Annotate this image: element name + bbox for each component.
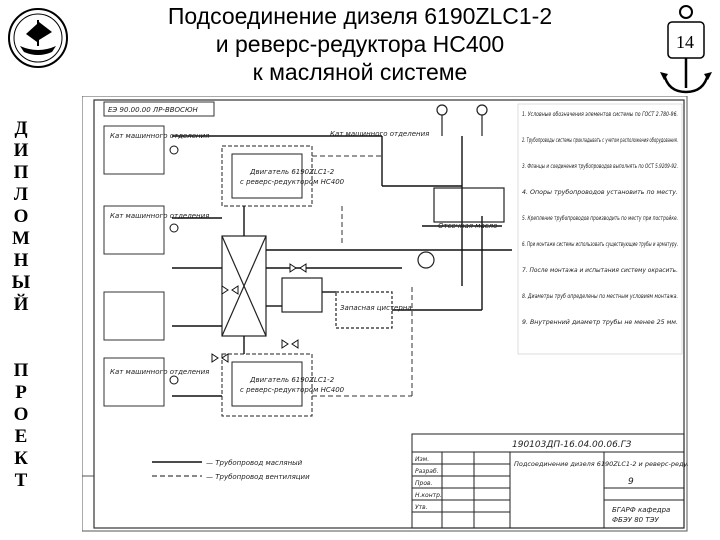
organization: БГАРФ кафедра [612,506,670,514]
caption-letter: К [14,448,28,469]
room-label-1: Кат машинного отделения [110,132,209,140]
caption-letter: Р [15,382,27,403]
note-line: 4. Опоры трубопроводов установить по мес… [522,188,678,196]
caption-letter: Т [14,470,28,491]
engine-upper-label: Двигатель 6190ZLC1-2 [249,168,335,176]
gear-upper-label: с реверс-редуктором HC400 [240,178,345,186]
room-label-3: Кат машинного отделения [110,368,209,376]
oil-tank-label: Отсечная масло [438,222,497,230]
caption-letter: О [13,206,29,227]
caption-letter: О [13,404,29,425]
note-line: 8. Диаметры труб определены по местным у… [522,292,678,300]
caption-letter: Е [14,426,28,447]
legend-oil-line: — Трубопровод масляный [206,459,303,467]
title-block-row: Изм. [415,456,429,463]
caption-letter: П [13,162,29,183]
rotated-stamp: ЕЭ 90.00.00 ЛР-ВВОСЮН [108,106,199,114]
legend-vent-line: — Трубопровод вентиляции [206,473,310,481]
note-line: 5. Крепление трубопроводов производить п… [522,214,678,222]
note-line: 6. При монтаже системы использовать суще… [522,240,678,248]
engine-lower-label: Двигатель 6190ZLC1-2 [249,376,335,384]
title-line-2: и реверс-редуктора HC400 [215,31,505,57]
caption-letter: Д [14,118,28,139]
ship-logo [6,6,70,70]
sheet-number: 9 [628,477,634,487]
caption-letter: Н [13,250,29,271]
title-block-row: Утв. [415,504,428,511]
group: ФБЭУ 80 ТЭУ [612,516,660,524]
title-block-row: Пров. [415,480,433,487]
caption-letter: И [13,140,29,161]
room-label-2: Кат машинного отделения [110,212,209,220]
machine-room-label: Кат машинного отделения [330,130,429,138]
caption-letter: М [12,228,30,249]
title-block-rows: Изм. Разраб. Пров. Н.контр. Утв. [415,456,442,511]
doc-title: Подсоединение дизеля 6190ZLC1-2 и реверс… [514,460,688,468]
page-number: 14 [676,32,694,52]
note-line: 3. Фланцы и соединения трубопроводов вып… [522,162,678,170]
doc-code: 190103ДП-16.04.00.06.ГЗ [512,440,632,450]
drawing-notes: 1. Условные обозначения элементов систем… [522,110,678,326]
note-line: 1. Условные обозначения элементов систем… [522,110,678,118]
anchor-icon [654,2,718,98]
caption-letter: П [13,360,29,381]
caption-letter: Ы [11,272,31,293]
caption-letter: Й [13,294,29,315]
slide-title: Подсоединение дизеля 6190ZLC1-2 и реверс… [120,2,600,86]
tank-label: Запасная цистерна [340,304,412,312]
title-block-row: Разраб. [415,468,439,475]
note-line: 9. Внутренний диаметр трубы не менее 25 … [522,318,678,326]
title-line-1: Подсоединение дизеля 6190ZLC1-2 [167,3,553,29]
title-block-row: Н.контр. [415,492,442,499]
note-line: 2. Трубопроводы системы прокладывать с у… [522,136,678,144]
gear-lower-label: с реверс-редуктором HC400 [240,386,345,394]
caption-letter: Л [13,184,29,205]
title-line-3: к масляной системе [252,59,468,85]
schematic-drawing: ЕЭ 90.00.00 ЛР-ВВОСЮН Кат машинного отде… [81,95,720,532]
note-line: 7. После монтажа и испытания систему окр… [522,267,678,274]
